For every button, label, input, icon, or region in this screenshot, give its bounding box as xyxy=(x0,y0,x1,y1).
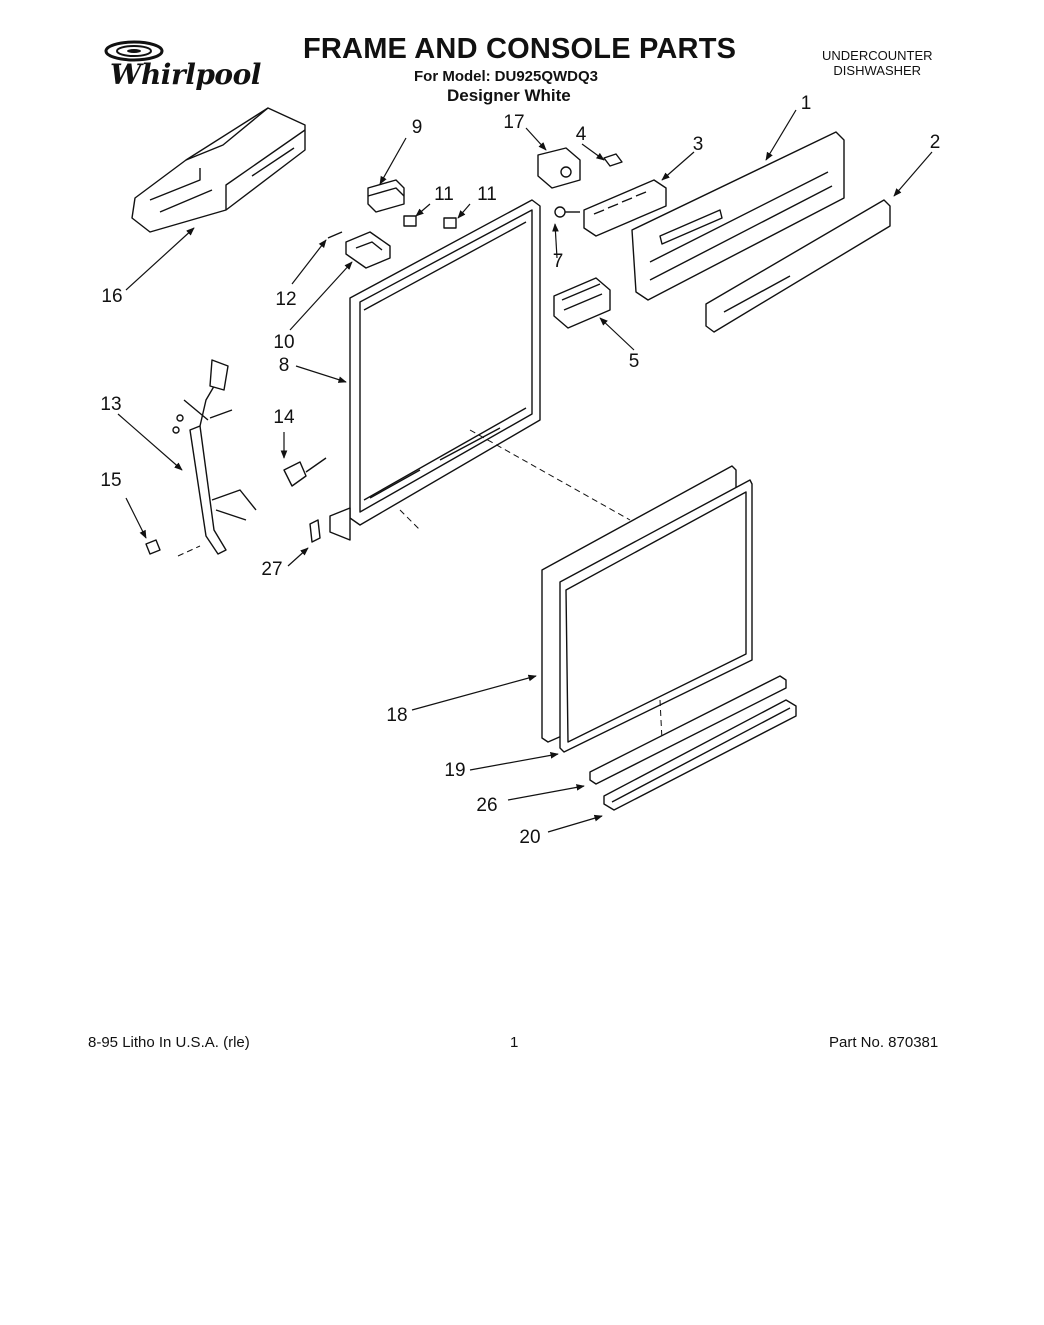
callout-4: 4 xyxy=(575,124,587,145)
part-8-door-frame xyxy=(329,199,541,541)
callout-8: 8 xyxy=(278,355,290,376)
callout-3: 3 xyxy=(692,134,704,155)
part-27-clip xyxy=(309,519,321,543)
part-1-console-panel xyxy=(631,131,845,301)
callout-10: 10 xyxy=(273,332,295,353)
callout-9: 9 xyxy=(411,117,423,138)
part-17-switch xyxy=(537,147,581,189)
model-number: DU925QWDQ3 xyxy=(494,68,599,85)
part-3-control-module xyxy=(583,179,667,237)
part-20-bottom-rail xyxy=(603,699,797,811)
callout-16: 16 xyxy=(101,286,123,307)
part-14-switch xyxy=(283,457,327,487)
callout-19: 19 xyxy=(444,760,466,781)
callout-12: 12 xyxy=(275,289,297,310)
callout-1: 1 xyxy=(800,93,812,114)
product-type-line1: UNDERCOUNTER xyxy=(822,48,933,63)
callout-5: 5 xyxy=(628,351,640,372)
callout-26: 26 xyxy=(476,795,498,816)
callout-20: 20 xyxy=(519,827,541,848)
callout-2: 2 xyxy=(929,132,941,153)
callout-15: 15 xyxy=(100,470,122,491)
part-4-knob xyxy=(603,153,623,167)
part-9-bracket xyxy=(367,179,405,213)
part-12-pin xyxy=(327,231,343,239)
part-11-nut-b xyxy=(443,217,457,229)
part-26-bottom-trim xyxy=(589,675,787,785)
finish-label: Designer White xyxy=(447,86,571,105)
part-5-connector xyxy=(553,277,611,329)
part-15-screw xyxy=(145,539,161,555)
callout-13: 13 xyxy=(100,394,122,415)
page-title: FRAME AND CONSOLE PARTS xyxy=(303,33,737,65)
model-prefix: For Model: xyxy=(414,68,491,85)
footer-part-number: Part No. 870381 xyxy=(829,1034,939,1051)
model-line: For Model:DU925QWDQ3 xyxy=(414,68,598,85)
callout-17: 17 xyxy=(503,112,525,133)
product-type: UNDERCOUNTER DISHWASHER xyxy=(822,48,933,78)
part-11-nut-a xyxy=(403,215,417,227)
callout-11a: 11 xyxy=(434,184,454,205)
callout-7: 7 xyxy=(552,251,564,272)
callout-18: 18 xyxy=(386,705,408,726)
product-type-line2: DISHWASHER xyxy=(833,63,922,78)
part-13-wire-harness xyxy=(172,359,257,555)
footer-page-number: 1 xyxy=(510,1034,519,1051)
whirlpool-swirl-logo-icon xyxy=(104,40,164,62)
part-2-trim-strip xyxy=(705,199,891,333)
callout-14: 14 xyxy=(273,407,295,428)
callout-27: 27 xyxy=(261,559,283,580)
part-10-clip xyxy=(345,231,391,269)
part-7-screw xyxy=(554,206,580,218)
part-16-vent-rail xyxy=(131,107,306,233)
brand-name: Whirlpool xyxy=(110,58,261,91)
footer-litho: 8-95 Litho In U.S.A. (rle) xyxy=(88,1034,250,1051)
callout-11b: 11 xyxy=(477,184,497,205)
part-19-inner-panel xyxy=(559,479,753,753)
